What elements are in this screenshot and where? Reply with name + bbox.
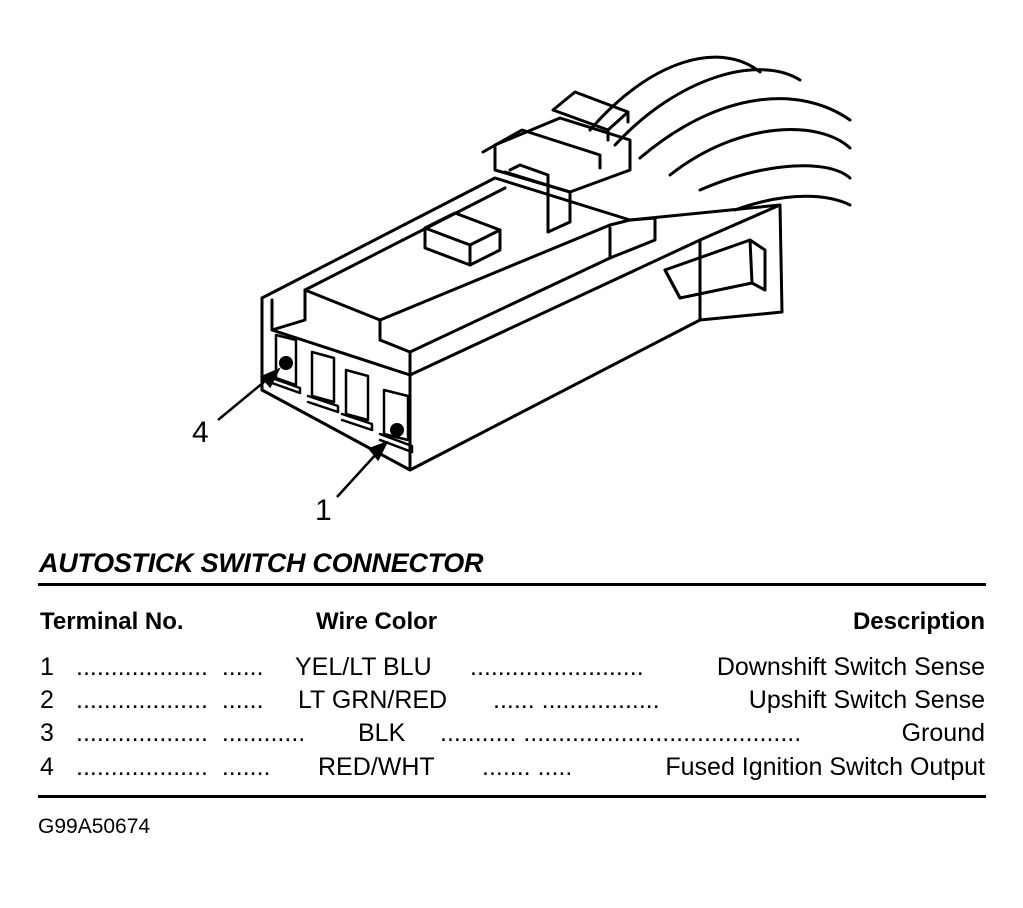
- wire-color: YEL/LT BLU: [295, 653, 432, 681]
- connector-illustration: [217, 55, 852, 498]
- diagram-title: AUTOSTICK SWITCH CONNECTOR: [39, 548, 484, 578]
- terminal-1-pin: [390, 423, 404, 437]
- divider-bottom: [38, 795, 986, 798]
- leader-dots: ....... .....: [482, 753, 573, 781]
- divider-top: [38, 583, 986, 586]
- leader-dots: .........................: [470, 653, 651, 681]
- connector-body: [260, 176, 784, 472]
- callout-terminal-4: 4: [192, 416, 209, 449]
- leader-dots: ................... ......: [76, 653, 264, 681]
- leader-line-1: [336, 451, 379, 498]
- latch-housing: [481, 116, 632, 234]
- wire-color: LT GRN/RED: [298, 686, 448, 714]
- figure-code: G99A50674: [38, 815, 151, 838]
- header-wire-color: Wire Color: [316, 608, 438, 635]
- terminal-number: 1: [40, 653, 54, 681]
- release-button: [423, 211, 502, 267]
- wire-harness: [588, 55, 852, 212]
- terminal-description: Fused Ignition Switch Output: [665, 753, 985, 781]
- table-row: 3 ................... ............ BLK .…: [0, 718, 1023, 748]
- arrowhead-4: [259, 367, 281, 389]
- table-row: 4 ................... ....... RED/WHT ..…: [0, 752, 1023, 782]
- leader-line-4: [217, 376, 271, 421]
- terminal-description: Upshift Switch Sense: [748, 686, 985, 714]
- terminal-number: 3: [40, 719, 54, 747]
- leader-dots: ...... .................: [493, 686, 660, 714]
- callout-terminal-1: 1: [315, 494, 332, 527]
- wire-color: BLK: [358, 719, 406, 747]
- leader-dots: ................... .......: [76, 753, 271, 781]
- wire-color: RED/WHT: [318, 753, 435, 781]
- header-description: Description: [852, 608, 985, 635]
- arrowhead-1: [367, 440, 389, 462]
- terminal-number: 4: [40, 753, 54, 781]
- header-terminal-no: Terminal No.: [40, 608, 184, 635]
- rear-lock-tab: [551, 90, 630, 142]
- terminal-description: Ground: [901, 719, 985, 747]
- table-row: 2 ................... ...... LT GRN/RED …: [0, 685, 1023, 715]
- terminal-4-pin: [279, 356, 293, 370]
- terminal-description: Downshift Switch Sense: [716, 653, 985, 681]
- terminal-number: 2: [40, 686, 54, 714]
- terminal-cavities: [270, 333, 414, 454]
- leader-dots: ................... ......: [76, 686, 264, 714]
- table-row: 1 ................... ...... YEL/LT BLU …: [0, 652, 1023, 682]
- leader-dots: ................... ............: [76, 719, 306, 747]
- leader-dots: ........... ............................…: [440, 719, 802, 747]
